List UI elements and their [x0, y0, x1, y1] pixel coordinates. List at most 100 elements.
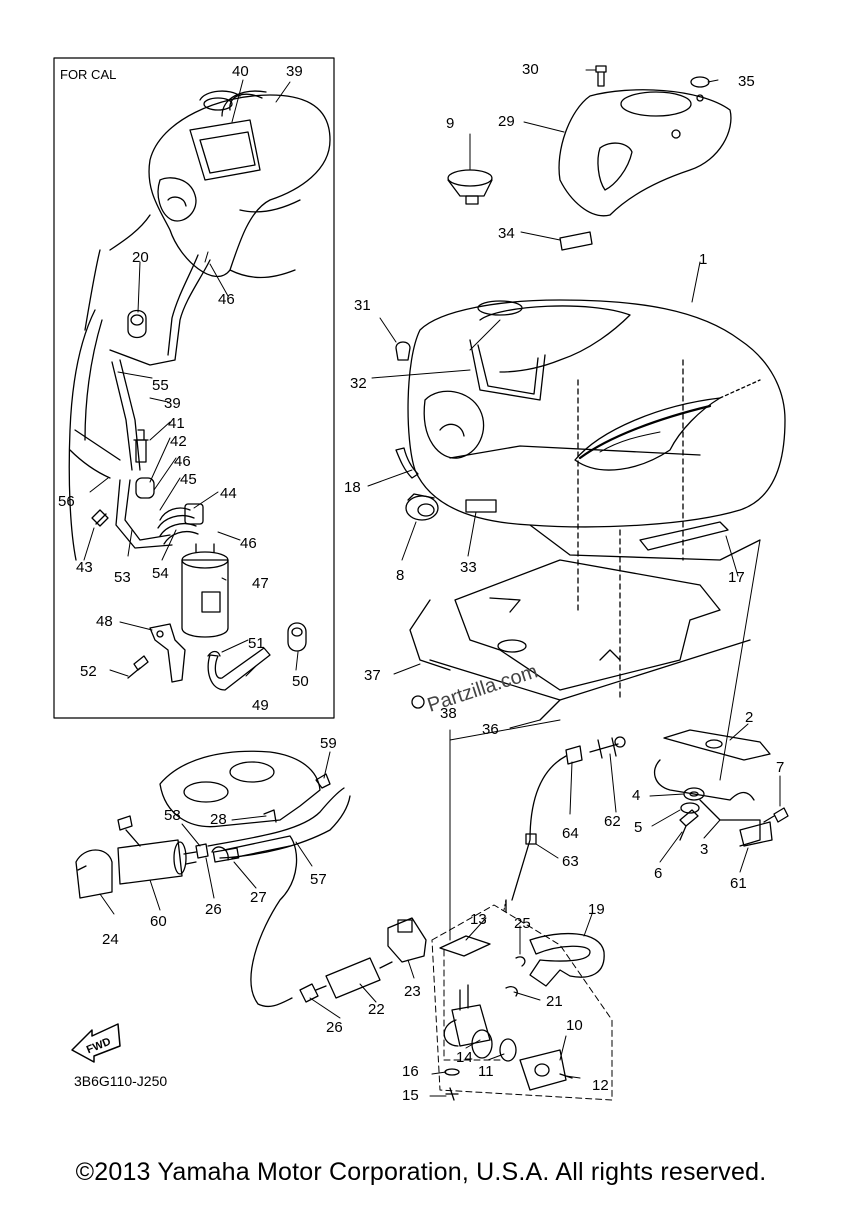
callout-35: 35: [738, 73, 755, 90]
callout-43: 43: [76, 559, 93, 576]
callout-52: 52: [80, 663, 97, 680]
part-33-pad: [465, 499, 497, 513]
part-50-clamp: [287, 622, 307, 652]
part-60-fuel-pump: [117, 815, 197, 885]
part-49-hose: [207, 647, 271, 691]
part-35-grommet: [690, 76, 710, 88]
callout-2: 2: [745, 709, 753, 726]
callout-42: 42: [170, 433, 187, 450]
part-59-clip: [315, 773, 331, 789]
part-24-bracket: [75, 849, 113, 899]
part-9-cap: [447, 169, 493, 205]
callout-20: 20: [132, 249, 149, 266]
callout-45: 45: [180, 471, 197, 488]
part-29-cover: [558, 89, 732, 217]
callout-29: 29: [498, 113, 515, 130]
callout-64: 64: [562, 825, 579, 842]
part-5-collar: [680, 802, 700, 814]
part-34-pad: [559, 231, 593, 251]
callout-6: 6: [654, 865, 662, 882]
part-8-damper: [405, 493, 439, 521]
callout-63: 63: [562, 853, 579, 870]
callout-12: 12: [592, 1077, 609, 1094]
callout-26: 26: [326, 1019, 343, 1036]
fuel-hose-lines: [207, 787, 351, 1008]
callout-50: 50: [292, 673, 309, 690]
part-7-bolt: [763, 807, 789, 823]
part-63-cable: [505, 755, 567, 913]
callout-57: 57: [310, 871, 327, 888]
callout-56: 56: [58, 493, 75, 510]
callout-labels: 1234567891011121314151617181920212223242…: [58, 61, 784, 1104]
part-10-petcock-group: [431, 904, 613, 1101]
callout-22: 22: [368, 1001, 385, 1018]
inset-tank: [68, 90, 331, 561]
callout-46: 46: [240, 535, 257, 552]
callout-39: 39: [164, 395, 181, 412]
callout-14: 14: [456, 1049, 473, 1066]
callout-21: 21: [546, 993, 563, 1010]
callout-27: 27: [250, 889, 267, 906]
part-47-canister: [181, 543, 229, 638]
callout-46: 46: [218, 291, 235, 308]
part-2-bracket: [663, 729, 771, 761]
part-31-grommet: [395, 341, 411, 361]
callout-41: 41: [168, 415, 185, 432]
callout-39: 39: [286, 63, 303, 80]
diagram-code: 3B6G110-J250: [74, 1073, 167, 1089]
part-23-holder: [387, 917, 427, 963]
callout-54: 54: [152, 565, 169, 582]
part-17-strip: [639, 521, 729, 551]
throttle-body: [159, 750, 321, 828]
callout-47: 47: [252, 575, 269, 592]
callout-49: 49: [252, 697, 269, 714]
part-25-clip: [515, 956, 526, 967]
part-3-stay: [653, 759, 761, 847]
callout-3: 3: [700, 841, 708, 858]
callout-46: 46: [174, 453, 191, 470]
callout-16: 16: [402, 1063, 419, 1080]
callout-40: 40: [232, 63, 249, 80]
callout-28: 28: [210, 811, 227, 828]
part-48-bracket: [149, 623, 186, 683]
inset-title: FOR CAL: [60, 67, 116, 82]
fuel-tank: [407, 299, 786, 701]
part-petcock: [443, 984, 491, 1047]
callout-25: 25: [514, 915, 531, 932]
callout-17: 17: [728, 569, 745, 586]
part-36-heat-shield: [409, 559, 751, 721]
callout-60: 60: [150, 913, 167, 930]
part-19-hose: [529, 932, 605, 987]
callout-5: 5: [634, 819, 642, 836]
callout-44: 44: [220, 485, 237, 502]
part-61-damper: [739, 821, 773, 847]
part-64-nut: [565, 745, 583, 765]
callout-10: 10: [566, 1017, 583, 1034]
copyright-notice: ©2013 Yamaha Motor Corporation, U.S.A. A…: [75, 1158, 767, 1186]
part-42-hose: [135, 477, 155, 499]
callout-58: 58: [164, 807, 181, 824]
callout-62: 62: [604, 813, 621, 830]
part-58-joint: [195, 843, 209, 859]
callout-9: 9: [446, 115, 454, 132]
part-21-clip: [505, 986, 518, 997]
callout-53: 53: [114, 569, 131, 586]
callout-59: 59: [320, 735, 337, 752]
part-41-valve: [133, 429, 149, 463]
inset-box: [53, 57, 335, 719]
part-30-screw: [595, 65, 607, 87]
part-52-bolt: [127, 655, 149, 679]
part-51-clip: [207, 650, 221, 657]
part-11-strainer: [499, 1038, 517, 1062]
callout-51: 51: [248, 635, 265, 652]
callout-26: 26: [205, 901, 222, 918]
part-16-washer: [444, 1068, 460, 1076]
callout-18: 18: [344, 479, 361, 496]
callout-36: 36: [482, 721, 499, 738]
part-38-clip: [411, 695, 425, 709]
callout-32: 32: [350, 375, 367, 392]
callout-33: 33: [460, 559, 477, 576]
callout-23: 23: [404, 983, 421, 1000]
part-44-spring: [157, 503, 204, 545]
